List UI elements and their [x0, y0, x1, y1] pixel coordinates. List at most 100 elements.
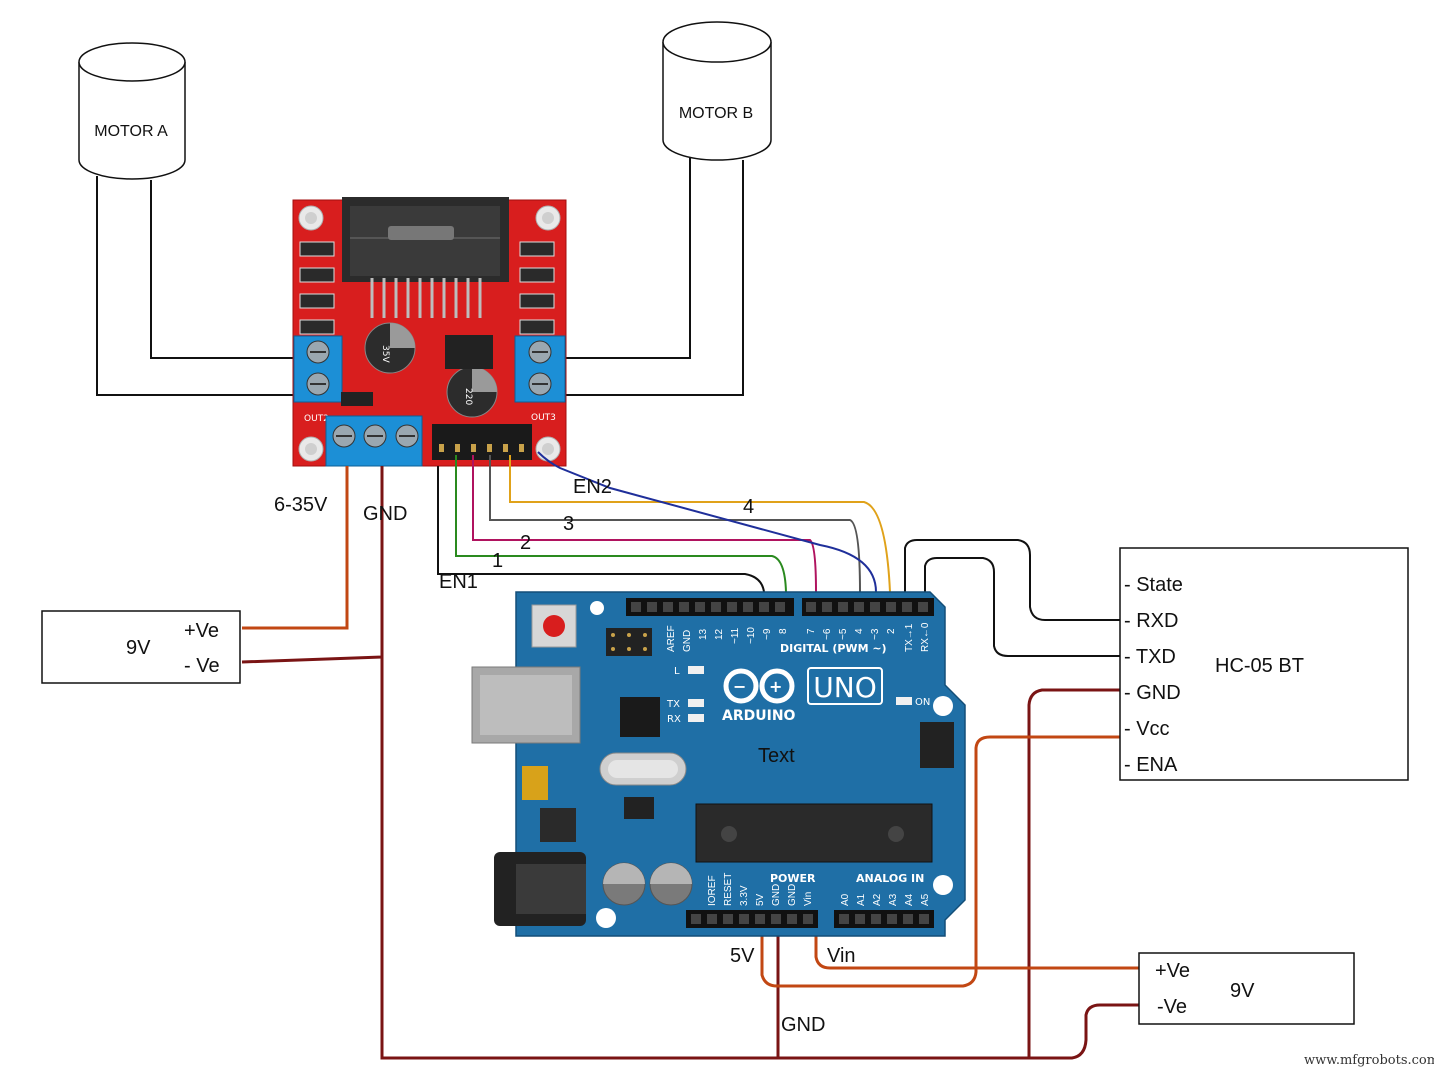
svg-text:RESET: RESET — [723, 873, 734, 906]
hc05-pin-gnd: - GND — [1124, 682, 1181, 704]
terminal-power — [325, 415, 423, 467]
svg-text:220: 220 — [463, 388, 473, 405]
svg-text:~3: ~3 — [870, 628, 881, 640]
wire-vin — [814, 936, 1140, 970]
wire-en2 — [537, 451, 877, 593]
svg-text:GND: GND — [682, 630, 693, 652]
svg-text:A3: A3 — [888, 893, 899, 906]
svg-text:A1: A1 — [856, 893, 867, 906]
svg-text:12: 12 — [714, 628, 725, 640]
label-gnd-bottom: GND — [781, 1014, 825, 1036]
battery-left-voltage: 9V — [126, 637, 151, 659]
motor-a-label: MOTOR A — [94, 123, 168, 140]
analog-header-label: ANALOG IN — [856, 872, 924, 885]
motor-a-wire-2 — [150, 180, 300, 359]
wire-rxd — [904, 539, 1120, 621]
power-pin-labels: IOREF RESET 3.3V 5V GND GND Vin — [707, 873, 814, 906]
hc05-pin-rxd: - RXD — [1124, 610, 1178, 632]
label-gnd-driver: GND — [363, 503, 407, 525]
motor-a: MOTOR A — [78, 42, 186, 180]
hc05-pin-state: - State — [1124, 574, 1183, 596]
driver-header-pins — [432, 424, 532, 460]
terminal-out-left — [293, 335, 343, 403]
battery-left-pos: +Ve — [184, 620, 219, 642]
led-l-label: L — [674, 666, 680, 677]
svg-text:7: 7 — [806, 628, 817, 634]
wire-in4 — [509, 455, 891, 593]
motor-wires — [96, 158, 744, 396]
label-in2: 2 — [520, 532, 531, 554]
svg-text:2: 2 — [886, 628, 897, 634]
label-vin: Vin — [827, 945, 856, 967]
svg-text:RX←0: RX←0 — [920, 622, 931, 652]
svg-text:AREF: AREF — [666, 625, 677, 652]
arduino-center-text: Text — [758, 745, 795, 767]
led-rx-label: RX — [667, 714, 681, 725]
battery-right-pos: +Ve — [1155, 960, 1190, 982]
hc05-wires — [904, 539, 1120, 657]
battery-left-neg: - Ve — [184, 655, 220, 677]
wire-in3 — [489, 455, 861, 593]
wire-labels: 6-35V GND EN1 1 2 3 4 EN2 5V Vin GND — [274, 476, 856, 1036]
svg-text:3.3V: 3.3V — [739, 885, 750, 906]
label-en2: EN2 — [573, 476, 612, 498]
svg-text:5V: 5V — [755, 893, 766, 906]
wire-in1 — [455, 455, 787, 593]
power-header — [686, 910, 818, 928]
svg-text:A0: A0 — [840, 893, 851, 906]
motor-b-wire-2 — [560, 160, 744, 396]
label-in3: 3 — [563, 513, 574, 535]
wire-in2 — [472, 455, 817, 593]
capacitor-2: 220 — [446, 366, 498, 418]
svg-text:~9: ~9 — [762, 628, 773, 640]
arduino-brand: ARDUINO — [722, 708, 796, 724]
wire-left-battery-pos — [242, 466, 349, 630]
arduino-logo — [723, 668, 795, 704]
label-en1: EN1 — [439, 571, 478, 593]
wire-en1 — [437, 466, 765, 593]
battery-right-neg: -Ve — [1157, 996, 1187, 1018]
svg-text:IOREF: IOREF — [707, 875, 718, 906]
svg-text:~6: ~6 — [822, 628, 833, 640]
digital-pin-labels: AREF GND 13 12 ~11 ~10 ~9 8 7 ~6 ~5 4 ~3… — [666, 622, 931, 652]
battery-left: 9V +Ve - Ve — [41, 610, 241, 684]
signal-wires — [437, 451, 891, 593]
label-in4: 4 — [743, 496, 754, 518]
motor-b: MOTOR B — [662, 21, 772, 161]
battery-right: +Ve -Ve 9V — [1138, 952, 1355, 1025]
svg-text:~5: ~5 — [838, 628, 849, 640]
out-right-label: OUT3 — [531, 413, 556, 423]
svg-text:+: + — [769, 677, 782, 696]
label-5v: 5V — [730, 945, 755, 967]
svg-text:A4: A4 — [904, 893, 915, 906]
label-in1: 1 — [492, 550, 503, 572]
wire-txd — [924, 557, 1120, 657]
out-left-label: OUT2 — [304, 414, 329, 424]
arduino-model: UNO — [813, 671, 876, 704]
wire-common-gnd — [380, 657, 1140, 1060]
digital-header-right — [802, 598, 934, 616]
svg-text:35V: 35V — [380, 345, 390, 363]
svg-text:~10: ~10 — [746, 627, 757, 644]
svg-text:GND: GND — [771, 884, 782, 906]
hc05-title: HC-05 BT — [1215, 655, 1304, 677]
svg-text:−: − — [733, 677, 746, 696]
battery-right-voltage: 9V — [1230, 980, 1255, 1002]
l298n-driver-board: 35V 220 OUT2 OUT3 — [292, 197, 567, 467]
motor-b-label: MOTOR B — [679, 105, 753, 122]
terminal-out-right — [514, 335, 566, 403]
motor-b-wire-1 — [560, 158, 691, 359]
power-wires — [241, 466, 1140, 1060]
analog-pin-labels: A0 A1 A2 A3 A4 A5 — [840, 893, 931, 906]
capacitor-1: 35V — [364, 322, 416, 374]
motor-a-wire-1 — [96, 176, 300, 396]
svg-text:A2: A2 — [872, 893, 883, 906]
wire-5v-vcc — [760, 735, 1120, 988]
label-vin-range: 6-35V — [274, 494, 328, 516]
arduino-uno: AREF GND 13 12 ~11 ~10 ~9 8 7 ~6 ~5 4 ~3… — [471, 591, 966, 937]
hc05-pin-vcc: - Vcc — [1124, 718, 1170, 740]
power-header-label: POWER — [770, 872, 816, 885]
wire-hc05-gnd — [1027, 688, 1120, 1058]
svg-text:4: 4 — [854, 628, 865, 634]
